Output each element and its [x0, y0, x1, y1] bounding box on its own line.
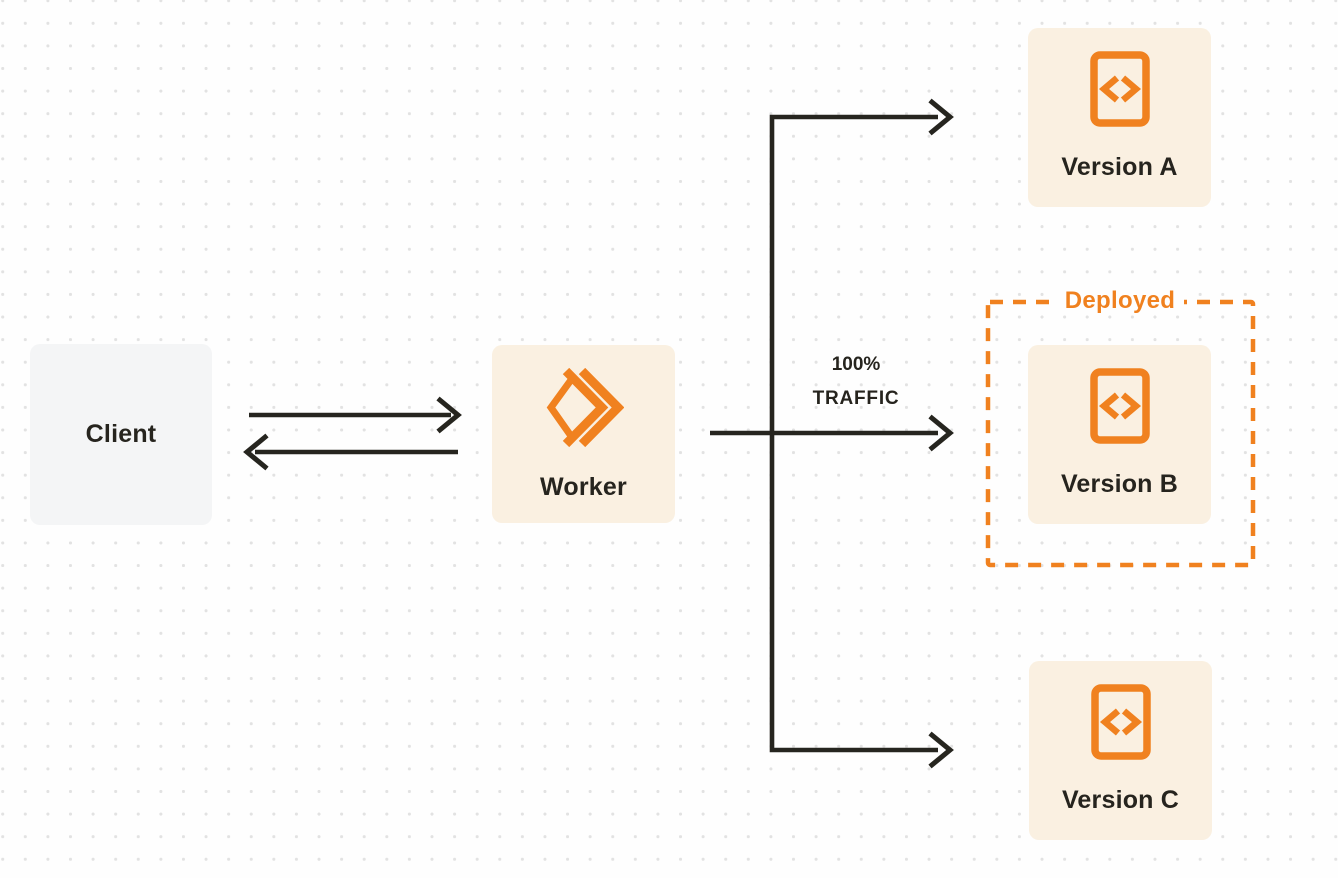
- node-version-b: Version B: [1028, 345, 1211, 524]
- arrow-worker-to-version-b: [710, 414, 954, 452]
- code-file-icon: [1089, 368, 1150, 444]
- code-file-icon: [1090, 684, 1151, 760]
- traffic-percentage-label: 100% TRAFFIC: [786, 348, 926, 416]
- worker-label: Worker: [540, 473, 627, 501]
- node-client: Client: [30, 344, 212, 525]
- arrow-right-icon: [436, 396, 462, 434]
- arrow-right-icon: [928, 731, 954, 769]
- arrow-worker-to-client: [243, 433, 458, 471]
- node-worker: Worker: [492, 345, 675, 523]
- traffic-word: TRAFFIC: [812, 388, 900, 409]
- arrow-left-icon: [243, 433, 269, 471]
- traffic-percent: 100%: [831, 354, 881, 375]
- arrow-client-to-worker: [249, 396, 462, 434]
- node-version-a: Version A: [1028, 28, 1211, 207]
- code-file-icon: [1089, 51, 1150, 127]
- worker-double-chevron-icon: [546, 368, 624, 448]
- version-a-label: Version A: [1061, 153, 1178, 181]
- deployed-dashed-border: [985, 299, 1256, 568]
- arrow-right-icon: [928, 98, 954, 136]
- client-label: Client: [85, 420, 157, 448]
- arrow-right-icon: [928, 414, 954, 452]
- node-version-c: Version C: [1029, 661, 1212, 840]
- version-b-label: Version B: [1060, 470, 1179, 498]
- version-c-label: Version C: [1061, 786, 1180, 814]
